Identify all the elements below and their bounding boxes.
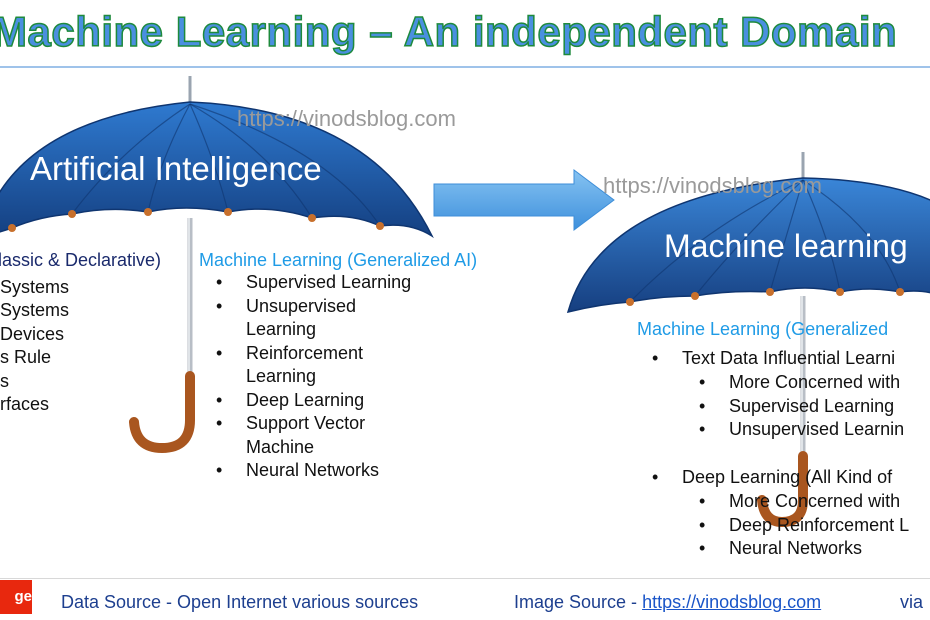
list-item: Reinforcement Learning (246, 342, 386, 389)
right-group-1: Text Data Influential Learni (682, 347, 895, 371)
classic-ai-item: s Rule (0, 346, 69, 369)
list-item: More Concerned with (729, 371, 904, 395)
right-umbrella-label: Machine learning (664, 228, 908, 265)
classic-ai-item: s (0, 370, 69, 393)
right-ml-header: Machine Learning (Generalized (637, 319, 888, 340)
right-group-2-items: More Concerned with Deep Reinforcement L… (729, 490, 909, 561)
list-item: Supervised Learning (246, 271, 446, 295)
group-label: Text Data Influential Learni (682, 347, 895, 371)
data-source-text: Data Source - Open Internet various sour… (61, 592, 418, 613)
classic-ai-item: Devices (0, 323, 69, 346)
generalized-ai-list: Supervised Learning Unsupervised Learnin… (246, 271, 446, 483)
list-item: Neural Networks (729, 537, 909, 561)
image-source-link[interactable]: https://vinodsblog.com (642, 592, 821, 612)
classic-ai-list: Systems Systems Devices s Rule s rfaces (0, 276, 69, 416)
generalized-ai-header: Machine Learning (Generalized AI) (199, 250, 477, 271)
list-item: Support Vector Machine (246, 412, 386, 459)
list-item: Neural Networks (246, 459, 446, 483)
list-item: More Concerned with (729, 490, 909, 514)
classic-ai-header: lassic & Declarative) (0, 250, 161, 271)
group-label: Deep Learning (All Kind of (682, 466, 892, 490)
list-item: Unsupervised Learnin (729, 418, 904, 442)
list-item: Unsupervised Learning (246, 295, 386, 342)
transition-arrow (434, 170, 614, 230)
classic-ai-item: Systems (0, 276, 69, 299)
right-group-1-items: More Concerned with Supervised Learning … (729, 371, 904, 442)
classic-ai-item: rfaces (0, 393, 69, 416)
watermark-2: https://vinodsblog.com (603, 173, 822, 199)
footer-badge: ge (0, 580, 32, 614)
image-source: Image Source - https://vinodsblog.com (514, 592, 821, 613)
watermark-1: https://vinodsblog.com (237, 106, 456, 132)
list-item: Deep Reinforcement L (729, 514, 909, 538)
image-source-label: Image Source - (514, 592, 642, 612)
right-group-2: Deep Learning (All Kind of (682, 466, 892, 490)
left-umbrella-handle (134, 376, 190, 448)
classic-ai-item: Systems (0, 299, 69, 322)
list-item: Deep Learning (246, 389, 446, 413)
left-umbrella-label: Artificial Intelligence (30, 150, 322, 188)
list-item: Supervised Learning (729, 395, 904, 419)
via-text: via (900, 592, 923, 613)
footer-divider (0, 578, 930, 579)
